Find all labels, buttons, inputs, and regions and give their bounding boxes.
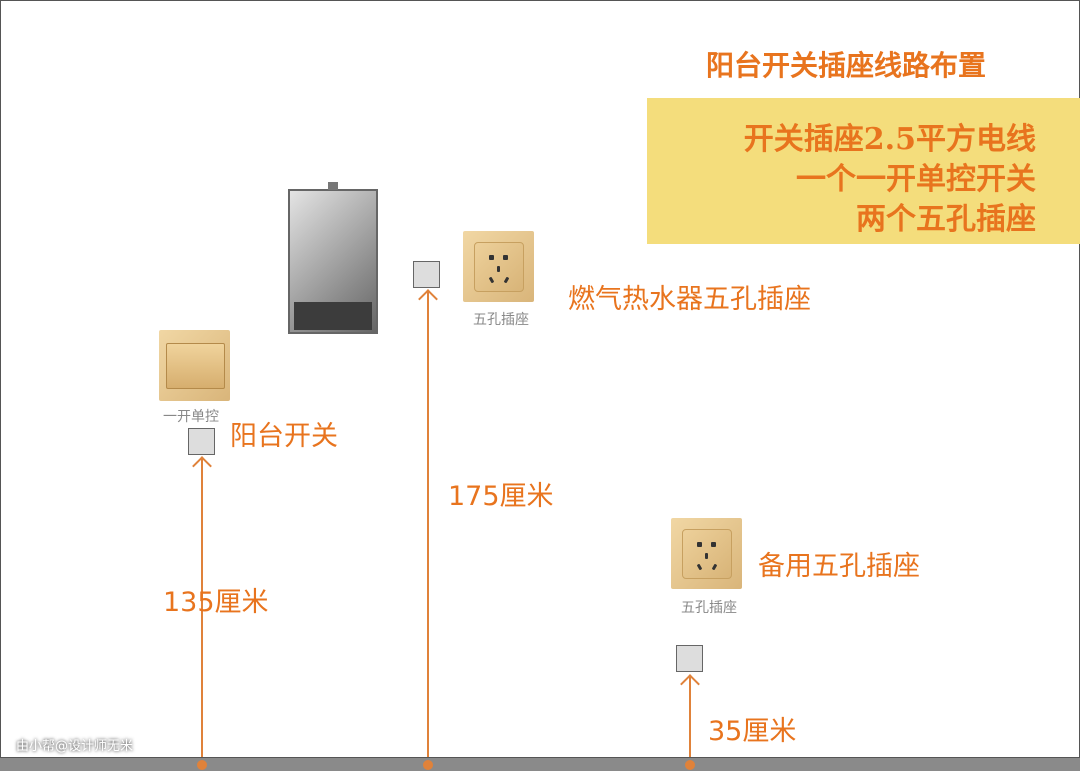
switch-caption: 一开单控 bbox=[163, 409, 219, 425]
spec-note: 开关插座2.5平方电线 一个一开单控开关 两个五孔插座 bbox=[647, 98, 1080, 244]
floor-point bbox=[423, 760, 433, 770]
switch-height: 135厘米 bbox=[163, 587, 269, 618]
socket-caption: 五孔插座 bbox=[681, 600, 737, 616]
switch-box bbox=[188, 428, 215, 455]
diagram-title: 阳台开关插座线路布置 bbox=[706, 49, 987, 82]
height-line bbox=[689, 676, 691, 764]
socket-box bbox=[413, 261, 440, 288]
socket-icon bbox=[671, 518, 742, 589]
floor-point bbox=[685, 760, 695, 770]
socket-icon bbox=[463, 231, 534, 302]
gas-water-heater bbox=[288, 189, 378, 334]
note-line: 两个五孔插座 bbox=[856, 202, 1036, 237]
spare-socket-label: 备用五孔插座 bbox=[758, 551, 920, 582]
switch-icon bbox=[159, 330, 230, 401]
socket-box bbox=[676, 645, 703, 672]
height-line bbox=[427, 291, 429, 764]
floor bbox=[0, 757, 1080, 771]
watermark: 由小帮@设计师无米 bbox=[16, 739, 134, 754]
switch-label: 阳台开关 bbox=[230, 421, 338, 452]
heater-pipe bbox=[328, 182, 338, 190]
note-line: 开关插座2.5平方电线 bbox=[743, 122, 1036, 157]
spare-socket-height: 35厘米 bbox=[708, 716, 797, 747]
heater-socket-height: 175厘米 bbox=[448, 481, 554, 512]
height-line bbox=[201, 458, 203, 764]
note-line: 一个一开单控开关 bbox=[796, 162, 1036, 197]
floor-point bbox=[197, 760, 207, 770]
socket-caption: 五孔插座 bbox=[473, 312, 529, 328]
heater-socket-label: 燃气热水器五孔插座 bbox=[568, 284, 811, 315]
